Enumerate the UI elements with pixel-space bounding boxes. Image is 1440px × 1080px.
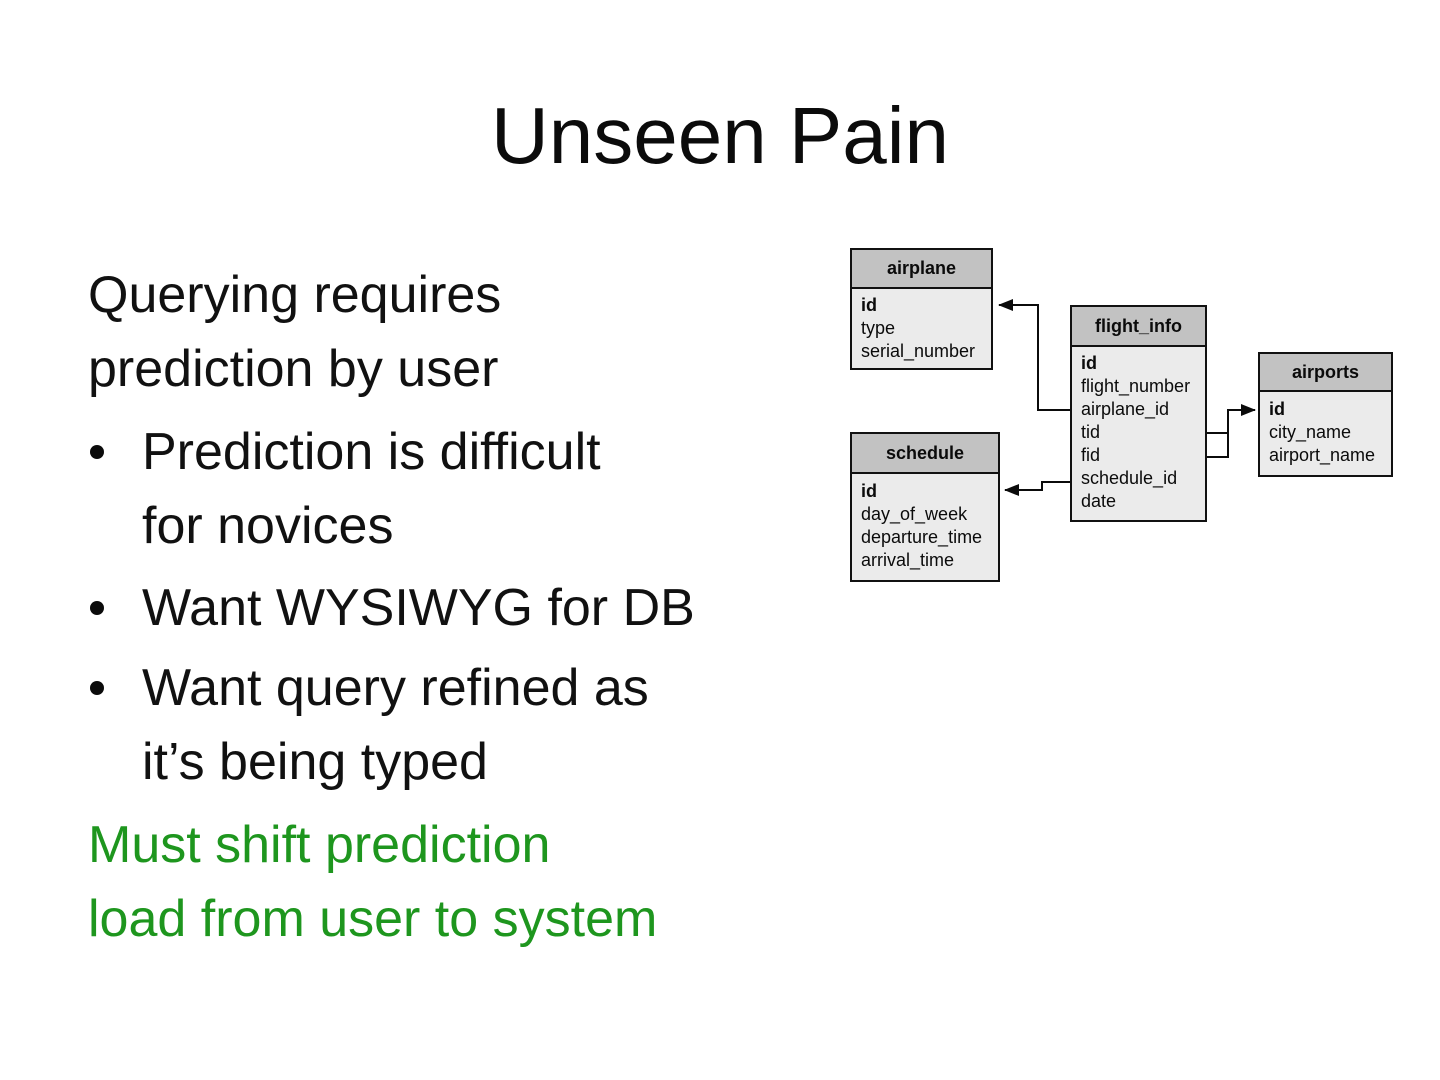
bullet-item-prediction-difficult: Prediction is difficult for novices bbox=[90, 415, 601, 563]
bullet-line: for novices bbox=[142, 497, 394, 555]
table-schedule-fields: id day_of_week departure_time arrival_ti… bbox=[852, 474, 998, 576]
bullet-item-query-refined: Want query refined as it’s being typed bbox=[90, 651, 649, 799]
table-field: flight_number bbox=[1081, 376, 1191, 396]
table-flight-info-header: flight_info bbox=[1072, 307, 1205, 347]
bullet-icon bbox=[90, 601, 104, 615]
table-field: airport_name bbox=[1269, 445, 1376, 465]
page-title: Unseen Pain bbox=[490, 91, 950, 180]
table-airplane-fields: id type serial_number bbox=[852, 289, 991, 367]
table-airports-header: airports bbox=[1260, 354, 1391, 392]
table-field: departure_time bbox=[861, 527, 983, 547]
table-airplane-header: airplane bbox=[852, 250, 991, 289]
bullet-icon bbox=[90, 445, 104, 459]
intro-line: prediction by user bbox=[88, 340, 499, 398]
table-field: id bbox=[861, 295, 877, 315]
table-field: tid bbox=[1081, 422, 1101, 442]
relation-airplane-id bbox=[998, 299, 1070, 411]
bullet-text: Prediction is difficult for novices bbox=[142, 415, 601, 563]
table-field: city_name bbox=[1269, 422, 1352, 442]
bullet-line: Want query refined as bbox=[142, 659, 649, 717]
bullet-line: it’s being typed bbox=[142, 733, 488, 791]
table-field: fid bbox=[1081, 445, 1101, 465]
table-field: airplane_id bbox=[1081, 399, 1170, 419]
table-field: day_of_week bbox=[861, 504, 968, 524]
bullet-icon bbox=[90, 681, 104, 695]
intro-line: Querying requires bbox=[88, 266, 502, 324]
table-field: id bbox=[861, 481, 877, 501]
bullet-text: Want query refined as it’s being typed bbox=[142, 651, 649, 799]
table-field: arrival_time bbox=[861, 550, 955, 570]
table-field: serial_number bbox=[861, 341, 976, 361]
table-flight-info-fields: id flight_number airplane_id tid fid sch… bbox=[1072, 347, 1205, 517]
bullet-line: Want WYSIWYG for DB bbox=[142, 579, 695, 637]
table-field: type bbox=[861, 318, 896, 338]
table-field: schedule_id bbox=[1081, 468, 1178, 488]
table-airports-fields: id city_name airport_name bbox=[1260, 392, 1391, 471]
bullet-line: Prediction is difficult bbox=[142, 423, 601, 481]
conclusion-line: load from user to system bbox=[88, 890, 658, 948]
intro-paragraph: Querying requires prediction by user bbox=[88, 258, 501, 406]
table-airports: airports id city_name airport_name bbox=[1258, 352, 1393, 477]
bullet-item-wysiwyg: Want WYSIWYG for DB bbox=[90, 571, 695, 645]
relation-schedule-id bbox=[1004, 481, 1070, 496]
bullet-text: Want WYSIWYG for DB bbox=[142, 571, 695, 645]
conclusion-paragraph: Must shift prediction load from user to … bbox=[88, 808, 657, 956]
table-field: date bbox=[1081, 491, 1117, 511]
table-schedule: schedule id day_of_week departure_time a… bbox=[850, 432, 1000, 582]
table-field: id bbox=[1081, 353, 1097, 373]
table-field: id bbox=[1269, 399, 1285, 419]
table-flight-info: flight_info id flight_number airplane_id… bbox=[1070, 305, 1207, 522]
relation-airports-id bbox=[1227, 404, 1256, 458]
conclusion-line: Must shift prediction bbox=[88, 816, 551, 874]
table-schedule-header: schedule bbox=[852, 434, 998, 474]
table-airplane: airplane id type serial_number bbox=[850, 248, 993, 370]
